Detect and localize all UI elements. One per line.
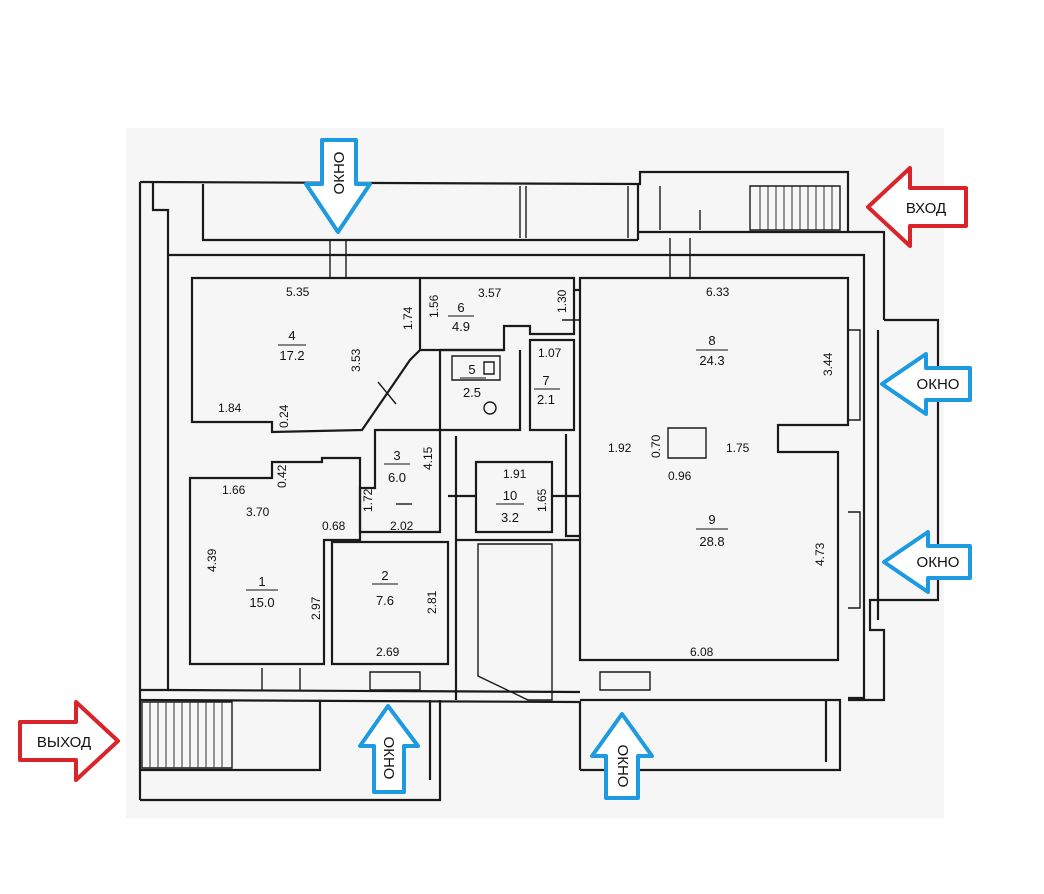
svg-text:28.8: 28.8 bbox=[699, 534, 724, 549]
svg-text:7.6: 7.6 bbox=[376, 593, 394, 608]
scan-background bbox=[126, 128, 944, 818]
okno-right-1-arrow-shape bbox=[880, 352, 972, 416]
room-6-label: 6 4.9 bbox=[448, 300, 474, 334]
svg-text:2.1: 2.1 bbox=[537, 392, 555, 407]
okno-bottom-1-arrow-shape bbox=[358, 704, 420, 794]
okno-right-2-label: ОКНО bbox=[917, 554, 960, 571]
svg-text:3.2: 3.2 bbox=[501, 510, 519, 525]
okno-bottom-2-label: ОКНО bbox=[614, 745, 631, 788]
room-4-label: 4 17.2 bbox=[278, 328, 306, 363]
stairs-bottom bbox=[141, 701, 233, 769]
vhod-arrow: ВХОД bbox=[866, 166, 968, 248]
okno-right-2-arrow: ОКНО bbox=[882, 530, 972, 594]
svg-text:1: 1 bbox=[258, 574, 265, 589]
dim-label: 1.66 bbox=[222, 483, 246, 497]
stairs-top bbox=[749, 185, 841, 231]
dim-label: 4.39 bbox=[205, 548, 219, 572]
svg-text:4.9: 4.9 bbox=[452, 319, 470, 334]
okno-top-arrow-shape bbox=[304, 138, 372, 234]
svg-text:7: 7 bbox=[542, 373, 549, 388]
dim-label: 6.08 bbox=[690, 645, 714, 659]
svg-text:24.3: 24.3 bbox=[699, 353, 724, 368]
okno-bottom-1-arrow: ОКНО bbox=[358, 704, 420, 794]
room-9-label: 9 28.8 bbox=[696, 512, 728, 549]
dim-label: 1.75 bbox=[726, 441, 750, 455]
okno-right-2-arrow-shape bbox=[882, 530, 972, 594]
room-2-label: 2 7.6 bbox=[372, 568, 398, 608]
dim-label: 4.15 bbox=[421, 446, 435, 470]
svg-text:6: 6 bbox=[457, 300, 464, 315]
room-7-label: 7 2.1 bbox=[534, 373, 560, 407]
okno-bottom-1-label: ОКНО bbox=[380, 737, 397, 780]
svg-text:9: 9 bbox=[708, 512, 715, 527]
dim-label: 3.44 bbox=[821, 352, 835, 376]
dim-label: 2.81 bbox=[425, 590, 439, 614]
dim-label: 3.70 bbox=[246, 505, 270, 519]
dim-label: 0.42 bbox=[275, 464, 289, 488]
svg-text:15.0: 15.0 bbox=[249, 595, 274, 610]
dim-label: 1.65 bbox=[535, 488, 549, 512]
dim-label: 4.73 bbox=[813, 542, 827, 566]
dim-label: 0.96 bbox=[668, 469, 692, 483]
room-1-label: 1 15.0 bbox=[246, 574, 278, 610]
dim-label: 6.33 bbox=[706, 285, 730, 299]
dim-label: 1.07 bbox=[538, 346, 562, 360]
dim-label: 2.97 bbox=[309, 596, 323, 620]
dim-label: 1.30 bbox=[555, 289, 569, 313]
svg-text:8: 8 bbox=[708, 333, 715, 348]
vhod-arrow-shape bbox=[866, 166, 968, 248]
dim-label: 0.24 bbox=[277, 404, 291, 428]
svg-text:6.0: 6.0 bbox=[388, 470, 406, 485]
top-corridor bbox=[519, 186, 701, 238]
dim-label: 1.84 bbox=[218, 401, 242, 415]
dim-label: 1.56 bbox=[427, 294, 441, 318]
dim-label: 3.53 bbox=[349, 348, 363, 372]
dim-label: 1.91 bbox=[503, 467, 527, 481]
svg-text:17.2: 17.2 bbox=[279, 348, 304, 363]
dim-label: 1.92 bbox=[608, 441, 632, 455]
room-8-label: 8 24.3 bbox=[696, 333, 728, 368]
okno-right-1-label: ОКНО bbox=[917, 376, 960, 393]
vyhod-label: ВЫХОД bbox=[37, 734, 91, 751]
dim-label: 5.35 bbox=[286, 285, 310, 299]
dim-label: 2.69 bbox=[376, 645, 400, 659]
room-10-label: 10 3.2 bbox=[496, 488, 524, 525]
okno-top-label: ОКНО bbox=[331, 152, 348, 195]
okno-top-arrow: ОКНО bbox=[304, 138, 372, 234]
okno-right-1-arrow: ОКНО bbox=[880, 352, 972, 416]
vyhod-arrow-shape bbox=[18, 700, 120, 782]
vyhod-arrow: ВЫХОД bbox=[18, 700, 120, 782]
door-marks bbox=[377, 319, 580, 505]
okno-bottom-2-arrow-shape bbox=[590, 712, 654, 800]
dim-label: 1.72 bbox=[361, 488, 375, 512]
window-marks bbox=[261, 238, 861, 691]
dim-label: 0.70 bbox=[649, 434, 663, 458]
dimension-labels: 5.35 1.74 1.56 3.57 1.30 6.33 3.53 1.84 … bbox=[205, 285, 835, 659]
room-5-label: 5 2.5 bbox=[460, 362, 486, 400]
room-3-label: 3 6.0 bbox=[384, 448, 410, 485]
svg-text:2: 2 bbox=[381, 568, 388, 583]
dim-label: 1.74 bbox=[401, 306, 415, 330]
svg-text:5: 5 bbox=[468, 362, 475, 377]
dim-label: 3.57 bbox=[478, 286, 502, 300]
dim-label: 2.02 bbox=[390, 519, 414, 533]
interior-walls bbox=[188, 276, 850, 701]
okno-bottom-2-arrow: ОКНО bbox=[590, 712, 654, 800]
svg-text:4: 4 bbox=[288, 328, 295, 343]
svg-text:2.5: 2.5 bbox=[463, 385, 481, 400]
svg-text:3: 3 bbox=[393, 448, 400, 463]
vhod-label: ВХОД bbox=[906, 200, 946, 217]
dim-label: 0.68 bbox=[322, 519, 346, 533]
svg-text:10: 10 bbox=[503, 488, 517, 503]
